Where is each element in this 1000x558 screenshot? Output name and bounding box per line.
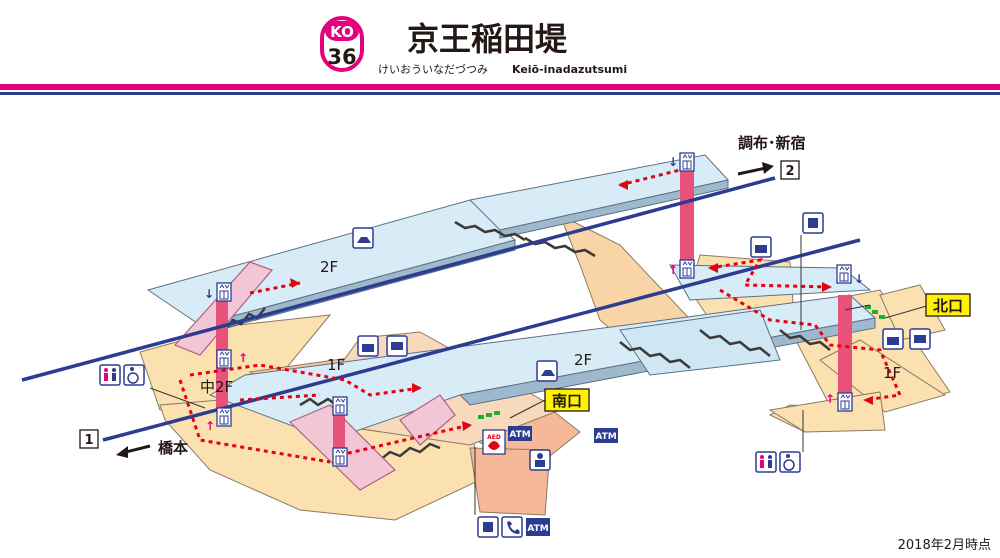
floor-labels: 2F 2F 中2F 1F 1F <box>200 258 901 396</box>
toilet-icon <box>99 364 121 386</box>
elevator-icon <box>679 152 695 172</box>
line-code: KO <box>330 23 354 41</box>
svg-text:↑: ↑ <box>205 419 215 433</box>
exit-south-label: 南口 <box>544 388 590 412</box>
ticket-icon <box>386 335 408 357</box>
ticket-icon <box>909 328 931 350</box>
station-number-badge: KO 36 <box>320 16 364 72</box>
leader-lines <box>149 235 931 515</box>
svg-text:↑: ↑ <box>825 392 835 406</box>
wheelchair-icon <box>779 451 801 473</box>
stairs <box>224 220 831 461</box>
svg-text:北口: 北口 <box>933 297 963 315</box>
elevator-icon <box>216 282 232 302</box>
svg-text:↑: ↑ <box>238 351 248 365</box>
date-note: 2018年2月時点 <box>898 538 991 553</box>
direction-arrows: ↓ ↑ ↑ ↓ ↑ ↑ ↓ <box>204 155 864 433</box>
toilet-icon <box>755 451 777 473</box>
svg-text:↓: ↓ <box>668 155 678 169</box>
svg-text:南口: 南口 <box>552 392 582 410</box>
track-2-direction: 調布･新宿 2 <box>737 134 806 180</box>
atm-icon: ATM <box>508 426 532 441</box>
track-2-destination: 調布･新宿 <box>738 134 806 152</box>
station-office-icon <box>882 328 904 350</box>
track-line-lower <box>102 238 861 442</box>
track-2-number: 2 <box>785 164 794 179</box>
floor-label-1f-right: 1F <box>883 364 901 382</box>
svg-text:↓: ↓ <box>204 287 214 301</box>
elevator-icon <box>679 259 695 279</box>
elevator-icon <box>836 264 852 284</box>
route-arrows <box>290 180 873 431</box>
locker-icon <box>477 516 499 538</box>
information-icon <box>529 449 551 471</box>
elevator-icon <box>216 407 232 427</box>
elevator-icon <box>837 392 853 412</box>
header-stripe-navy <box>0 92 1000 95</box>
track-1-direction: 1 橋本 <box>79 429 188 458</box>
station-office-icon <box>750 236 772 258</box>
wheelchair-icon <box>123 364 145 386</box>
elevator-icon <box>332 447 348 467</box>
tracks <box>21 176 861 442</box>
atm-icon: ATM <box>526 518 550 536</box>
info-board-icon <box>352 227 374 249</box>
station-number: 36 <box>327 45 356 69</box>
elevator-icon <box>216 349 232 369</box>
locker-icon <box>802 212 824 234</box>
svg-text:↑: ↑ <box>668 263 678 277</box>
info-board-icon <box>536 360 558 382</box>
floor-label-2f-left: 2F <box>320 258 338 276</box>
aed-icon: AED <box>482 429 506 455</box>
svg-text:↓: ↓ <box>854 272 864 286</box>
floor-label-1f-left: 1F <box>327 356 345 374</box>
svg-text:ATM: ATM <box>509 430 530 440</box>
ticket-gates <box>478 305 885 419</box>
svg-text:AED: AED <box>487 434 501 441</box>
station-office-icon <box>357 335 379 357</box>
header-stripe-pink <box>0 84 1000 90</box>
track-line-upper <box>21 176 776 382</box>
elevator-icon <box>332 396 348 416</box>
exit-north-label: 北口 <box>925 293 971 317</box>
station-name: 京王稲田堤 <box>407 20 568 58</box>
station-reading-kana: けいおういなだづつみ <box>378 63 488 76</box>
floor-label-2f-right: 2F <box>574 351 592 369</box>
svg-text:ATM: ATM <box>595 432 616 442</box>
header: KO 36 京王稲田堤 けいおういなだづつみ Keiō-inadazutsumi <box>0 16 1000 95</box>
track-1-destination: 橋本 <box>158 439 188 457</box>
atm-icon: ATM <box>594 428 618 443</box>
phone-icon <box>501 516 523 538</box>
svg-text:ATM: ATM <box>527 524 548 534</box>
station-reading-roman: Keiō-inadazutsumi <box>512 63 627 76</box>
floor-label-mezzanine: 中2F <box>200 378 233 396</box>
track-1-number: 1 <box>84 433 93 448</box>
